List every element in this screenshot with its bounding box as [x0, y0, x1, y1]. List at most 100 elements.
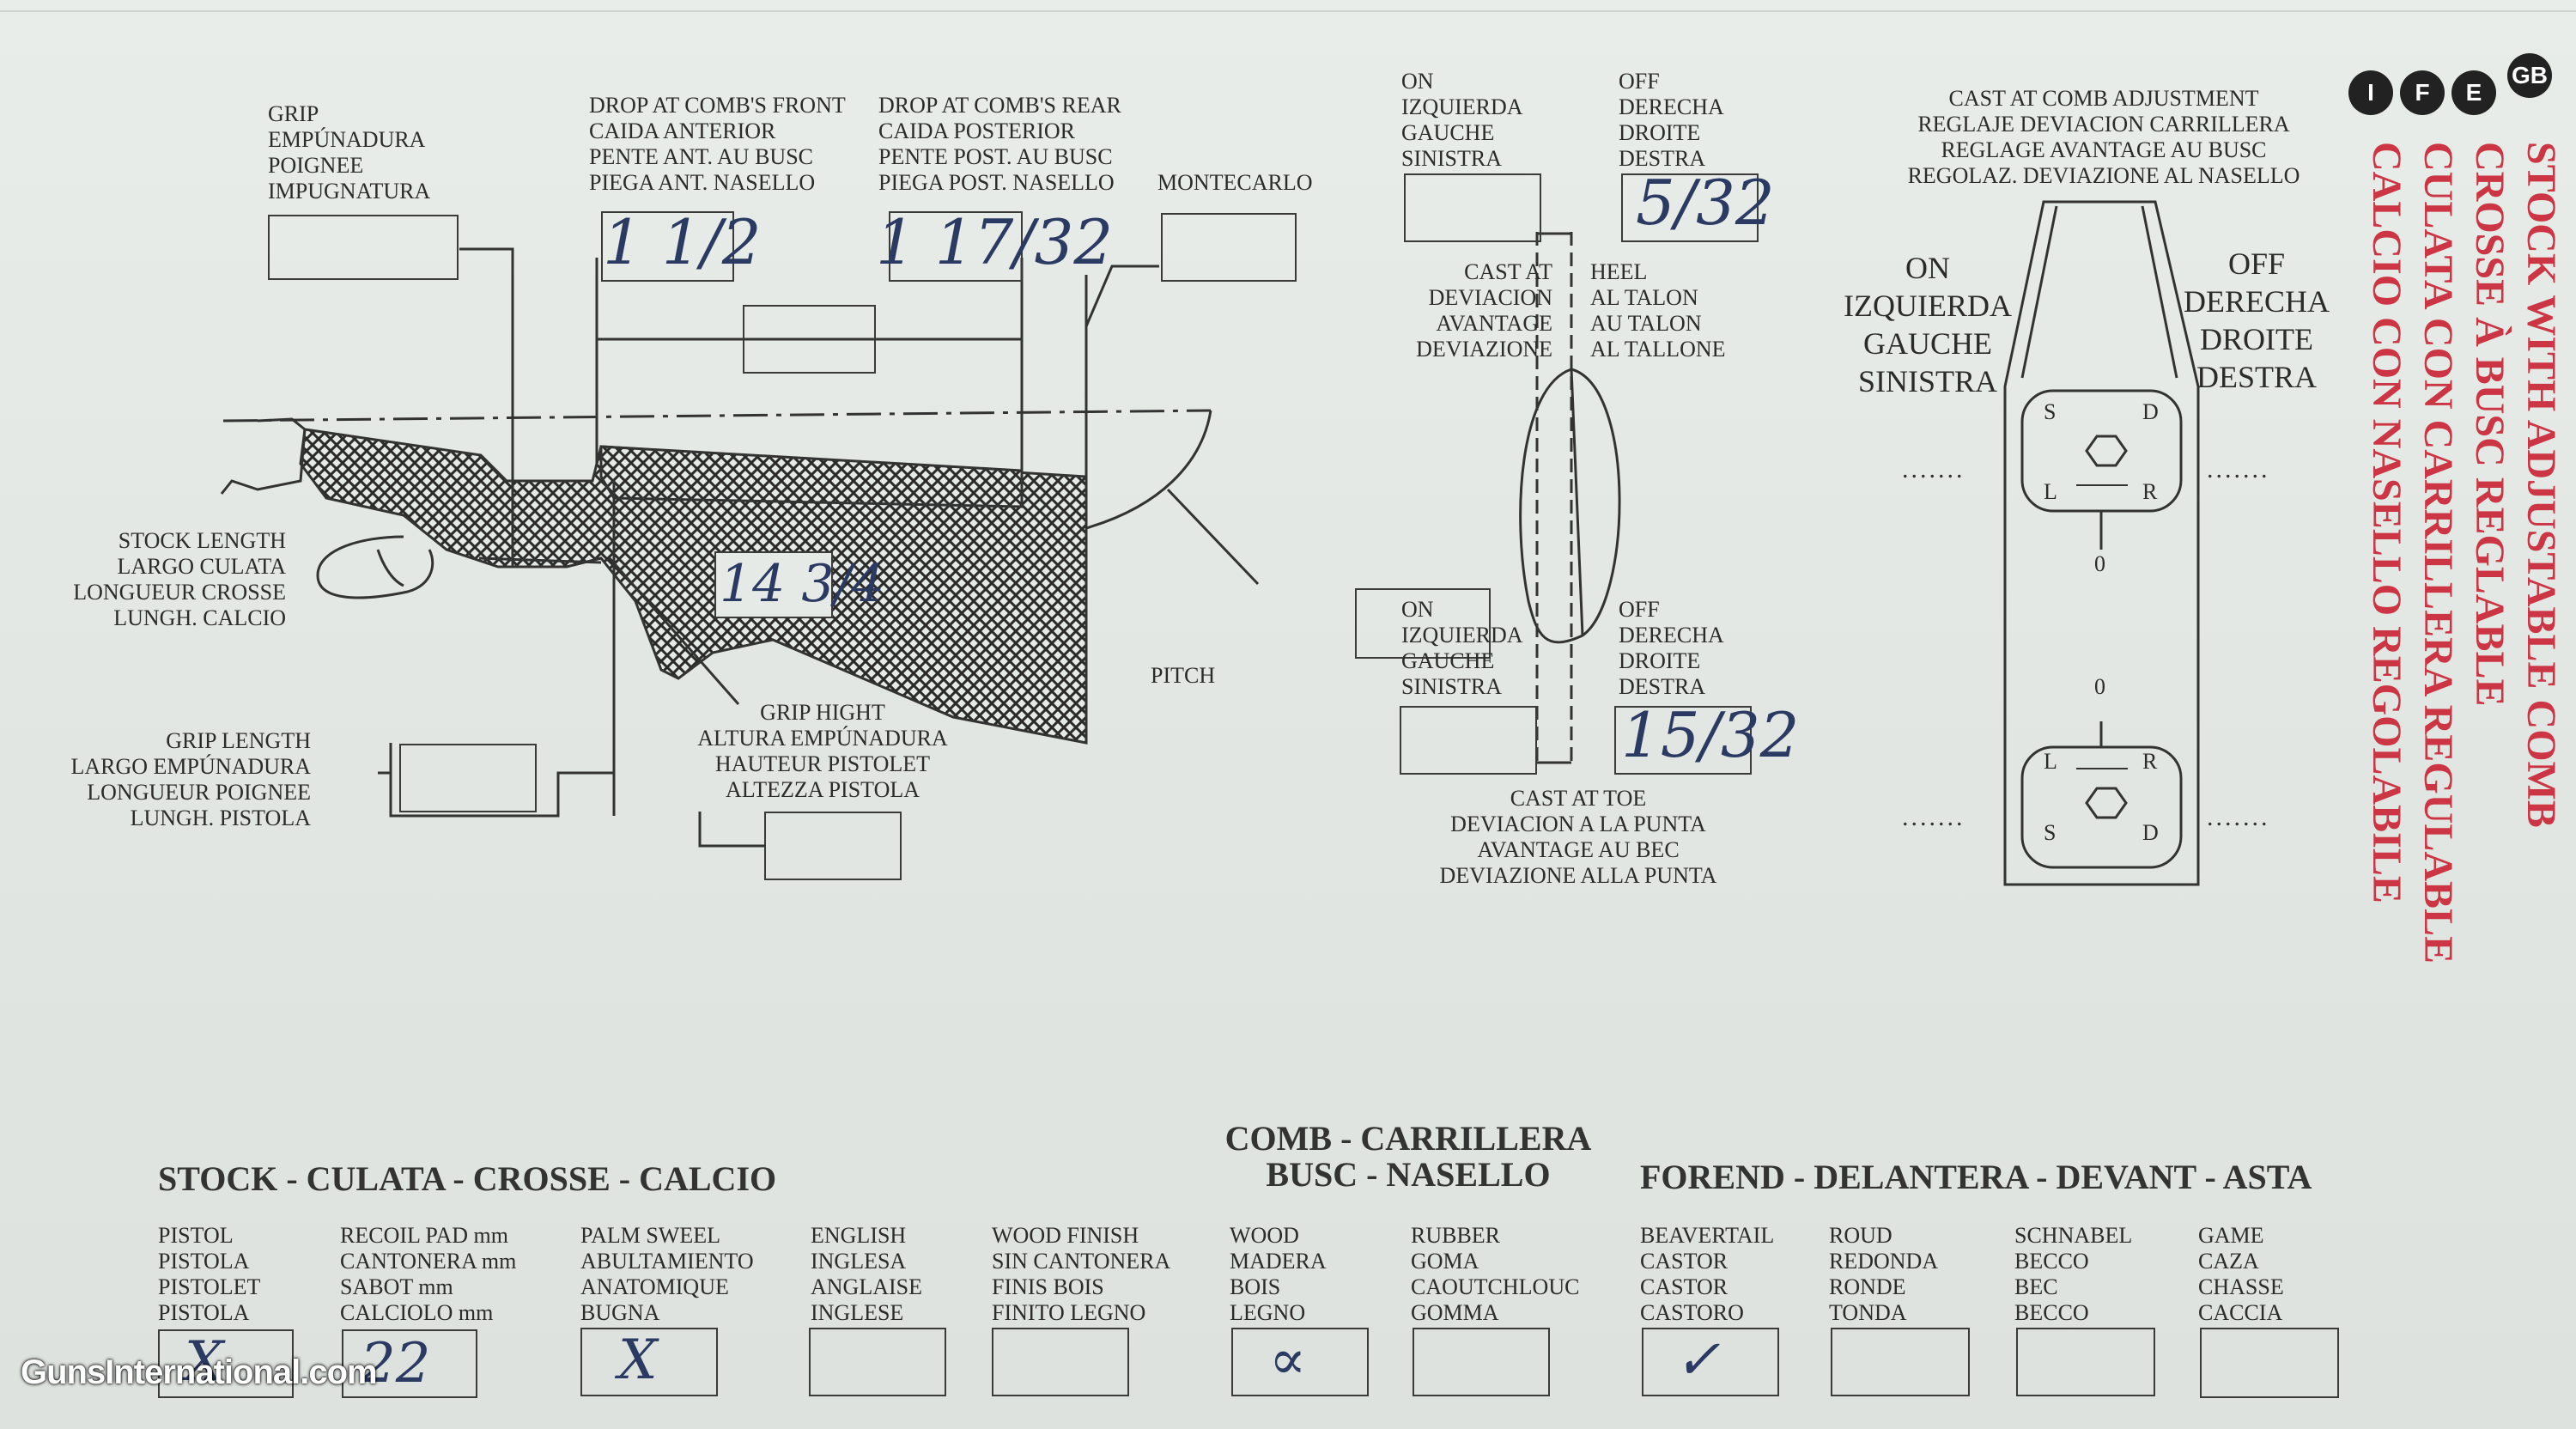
comb-height-box[interactable]: [743, 305, 876, 374]
opt-english-label: ENGLISH INGLESA ANGLAISE INGLESE: [811, 1223, 922, 1325]
pitch-box[interactable]: [1355, 588, 1491, 659]
drop-rear-value: 1 17/32: [876, 206, 1114, 278]
forend-section-title: FOREND - DELANTERA - DEVANT - ASTA: [1640, 1158, 2312, 1196]
opt-recoil-label: RECOIL PAD mm CANTONERA mm SABOT mm CALC…: [340, 1223, 517, 1325]
drop-front-box[interactable]: [601, 211, 734, 282]
comb-adjust-title: CAST AT COMB ADJUSTMENT REGLAJE DEVIACIO…: [1907, 86, 2300, 188]
opt-game-box[interactable]: [2200, 1328, 2339, 1398]
drop-front-value: 1 1/2: [603, 206, 762, 278]
cast-heel-value: 5/32: [1636, 167, 1775, 239]
opt-beavertail-box[interactable]: [1642, 1328, 1779, 1396]
dots-right-upper: .......: [2207, 455, 2270, 483]
lower-d: D: [2142, 820, 2159, 845]
grip-label: GRIP EMPÚNADURA POIGNEE IMPUGNATURA: [268, 101, 431, 204]
hex-bolt-upper: [2085, 435, 2128, 467]
montecarlo-label: MONTECARLO: [1157, 170, 1313, 195]
drop-front-label: DROP AT COMB'S FRONT CAIDA ANTERIOR PENT…: [589, 93, 846, 195]
lower-r: R: [2142, 749, 2158, 774]
title-gb: STOCK WITH ADJUSTABLE COMB: [2518, 142, 2564, 828]
cast-heel-off-box[interactable]: [1621, 173, 1759, 242]
upper-d: D: [2142, 399, 2159, 424]
title-e: CROSSE À BUSC REGLABLE: [2467, 142, 2512, 707]
lower-s: S: [2044, 820, 2057, 845]
opt-woodfinish-box[interactable]: [992, 1328, 1129, 1396]
badge-i: I: [2348, 70, 2393, 115]
opt-english-box[interactable]: [809, 1328, 946, 1396]
stock-section-title: STOCK - CULATA - CROSSE - CALCIO: [158, 1159, 777, 1198]
rib-centerline: [222, 409, 1212, 423]
grip-length-label: GRIP LENGTH LARGO EMPÚNADURA LONGUEUR PO…: [70, 728, 311, 830]
opt-wood-mark: ∝: [1269, 1329, 1307, 1392]
drop-rear-box[interactable]: [889, 211, 1023, 282]
opt-game-label: GAME CAZA CHASSE CACCIA: [2198, 1223, 2284, 1325]
title-i: CALCIO CON NASELLO REGOLABILE: [2364, 142, 2409, 903]
trigger: [376, 549, 404, 587]
badge-f: F: [2400, 70, 2445, 115]
cast-toe-on-box[interactable]: [1400, 706, 1537, 775]
upper-zero: 0: [2094, 551, 2105, 576]
receiver-outline: [220, 417, 307, 495]
cast-heel-on-label: ON IZQUIERDA GAUCHE SINISTRA: [1401, 69, 1523, 171]
opt-woodfinish-label: WOOD FINISH SIN CANTONERA FINIS BOIS FIN…: [992, 1223, 1171, 1325]
cast-heel-on-box[interactable]: [1404, 173, 1541, 242]
opt-palm-box[interactable]: [580, 1328, 718, 1396]
comb-plate: [2003, 200, 2200, 886]
dots-left-lower: .......: [1902, 803, 1965, 831]
trigger-guard: [316, 535, 434, 599]
opt-wood-label: WOOD MADERA BOIS LEGNO: [1230, 1223, 1327, 1325]
badge-gb: GB: [2507, 53, 2552, 98]
drop-rear-label: DROP AT COMB'S REAR CAIDA POSTERIOR PENT…: [878, 93, 1121, 195]
opt-schnabel-box[interactable]: [2016, 1328, 2155, 1396]
opt-palm-label: PALM SWEEL ABULTAMIENTO ANATOMIQUE BUGNA: [580, 1223, 754, 1325]
cast-toe-value: 15/32: [1621, 699, 1800, 771]
upper-l: L: [2044, 479, 2057, 504]
badge-e: E: [2451, 70, 2496, 115]
opt-schnabel-label: SCHNABEL BECCO BEC BECCO: [2014, 1223, 2133, 1325]
comb-adjust-off: OFF DERECHA DROITE DESTRA: [2184, 246, 2330, 394]
dots-left-upper: .......: [1902, 455, 1965, 483]
grip-box[interactable]: [268, 215, 459, 280]
opt-recoil-mark: 22: [361, 1332, 431, 1396]
upper-s: S: [2044, 399, 2057, 424]
fold-line: [0, 10, 2576, 12]
stock-length-box[interactable]: [714, 551, 833, 618]
opt-beavertail-label: BEAVERTAIL CASTOR CASTOR CASTORO: [1640, 1223, 1775, 1325]
stock-length-value: 14 3/4: [720, 554, 884, 614]
dots-right-lower: .......: [2207, 803, 2270, 831]
grip-height-box[interactable]: [764, 812, 902, 880]
cast-toe-off-box[interactable]: [1614, 706, 1752, 775]
opt-wood-box[interactable]: [1231, 1328, 1369, 1396]
stock-length-label: STOCK LENGTH LARGO CULATA LONGUEUR CROSS…: [73, 528, 286, 630]
montecarlo-box[interactable]: [1161, 213, 1297, 282]
comb-section-title: COMB - CARRILLERA BUSC - NASELLO: [1224, 1119, 1592, 1194]
grip-height-label: GRIP HIGHT ALTURA EMPÚNADURA HAUTEUR PIS…: [697, 700, 948, 802]
opt-round-box[interactable]: [1831, 1328, 1970, 1396]
lower-zero: 0: [2094, 674, 2105, 699]
cast-heel-off-label: OFF DERECHA DROITE DESTRA: [1619, 69, 1724, 171]
opt-rubber-label: RUBBER GOMA CAOUTCHLOUC GOMMA: [1411, 1223, 1580, 1325]
hex-bolt-lower: [2085, 787, 2128, 819]
cast-toe-on-label: ON IZQUIERDA GAUCHE SINISTRA: [1401, 597, 1523, 699]
opt-palm-mark: X: [618, 1329, 658, 1392]
opt-pistol-box[interactable]: [158, 1329, 294, 1398]
opt-beavertail-mark: ✓: [1674, 1329, 1721, 1392]
opt-pistol-mark: X: [185, 1330, 224, 1394]
watermark: GunsInternational.com: [21, 1353, 378, 1391]
opt-recoil-box[interactable]: [342, 1329, 477, 1398]
cast-toe-label: CAST AT TOE DEVIACION A LA PUNTA AVANTAG…: [1439, 786, 1717, 888]
comb-block: [599, 445, 1024, 508]
grip-length-box[interactable]: [399, 744, 537, 812]
heel-label: HEEL AL TALON AU TALON AL TALLONE: [1590, 259, 1726, 362]
title-f: CULATA CON CARRILLERA REGULABLE: [2415, 142, 2461, 964]
lower-l: L: [2044, 749, 2057, 774]
pitch-label: PITCH: [1151, 663, 1216, 688]
stock-silhouette: [299, 428, 1088, 745]
opt-round-label: ROUD REDONDA RONDE TONDA: [1829, 1223, 1939, 1325]
comb-adjust-on: ON IZQUIERDA GAUCHE SINISTRA: [1844, 251, 2012, 398]
stock-cross-section: [1519, 368, 1621, 644]
upper-r: R: [2142, 479, 2158, 504]
opt-pistol-label: PISTOL PISTOLA PISTOLET PISTOLA: [158, 1223, 261, 1325]
opt-rubber-box[interactable]: [1413, 1328, 1550, 1396]
